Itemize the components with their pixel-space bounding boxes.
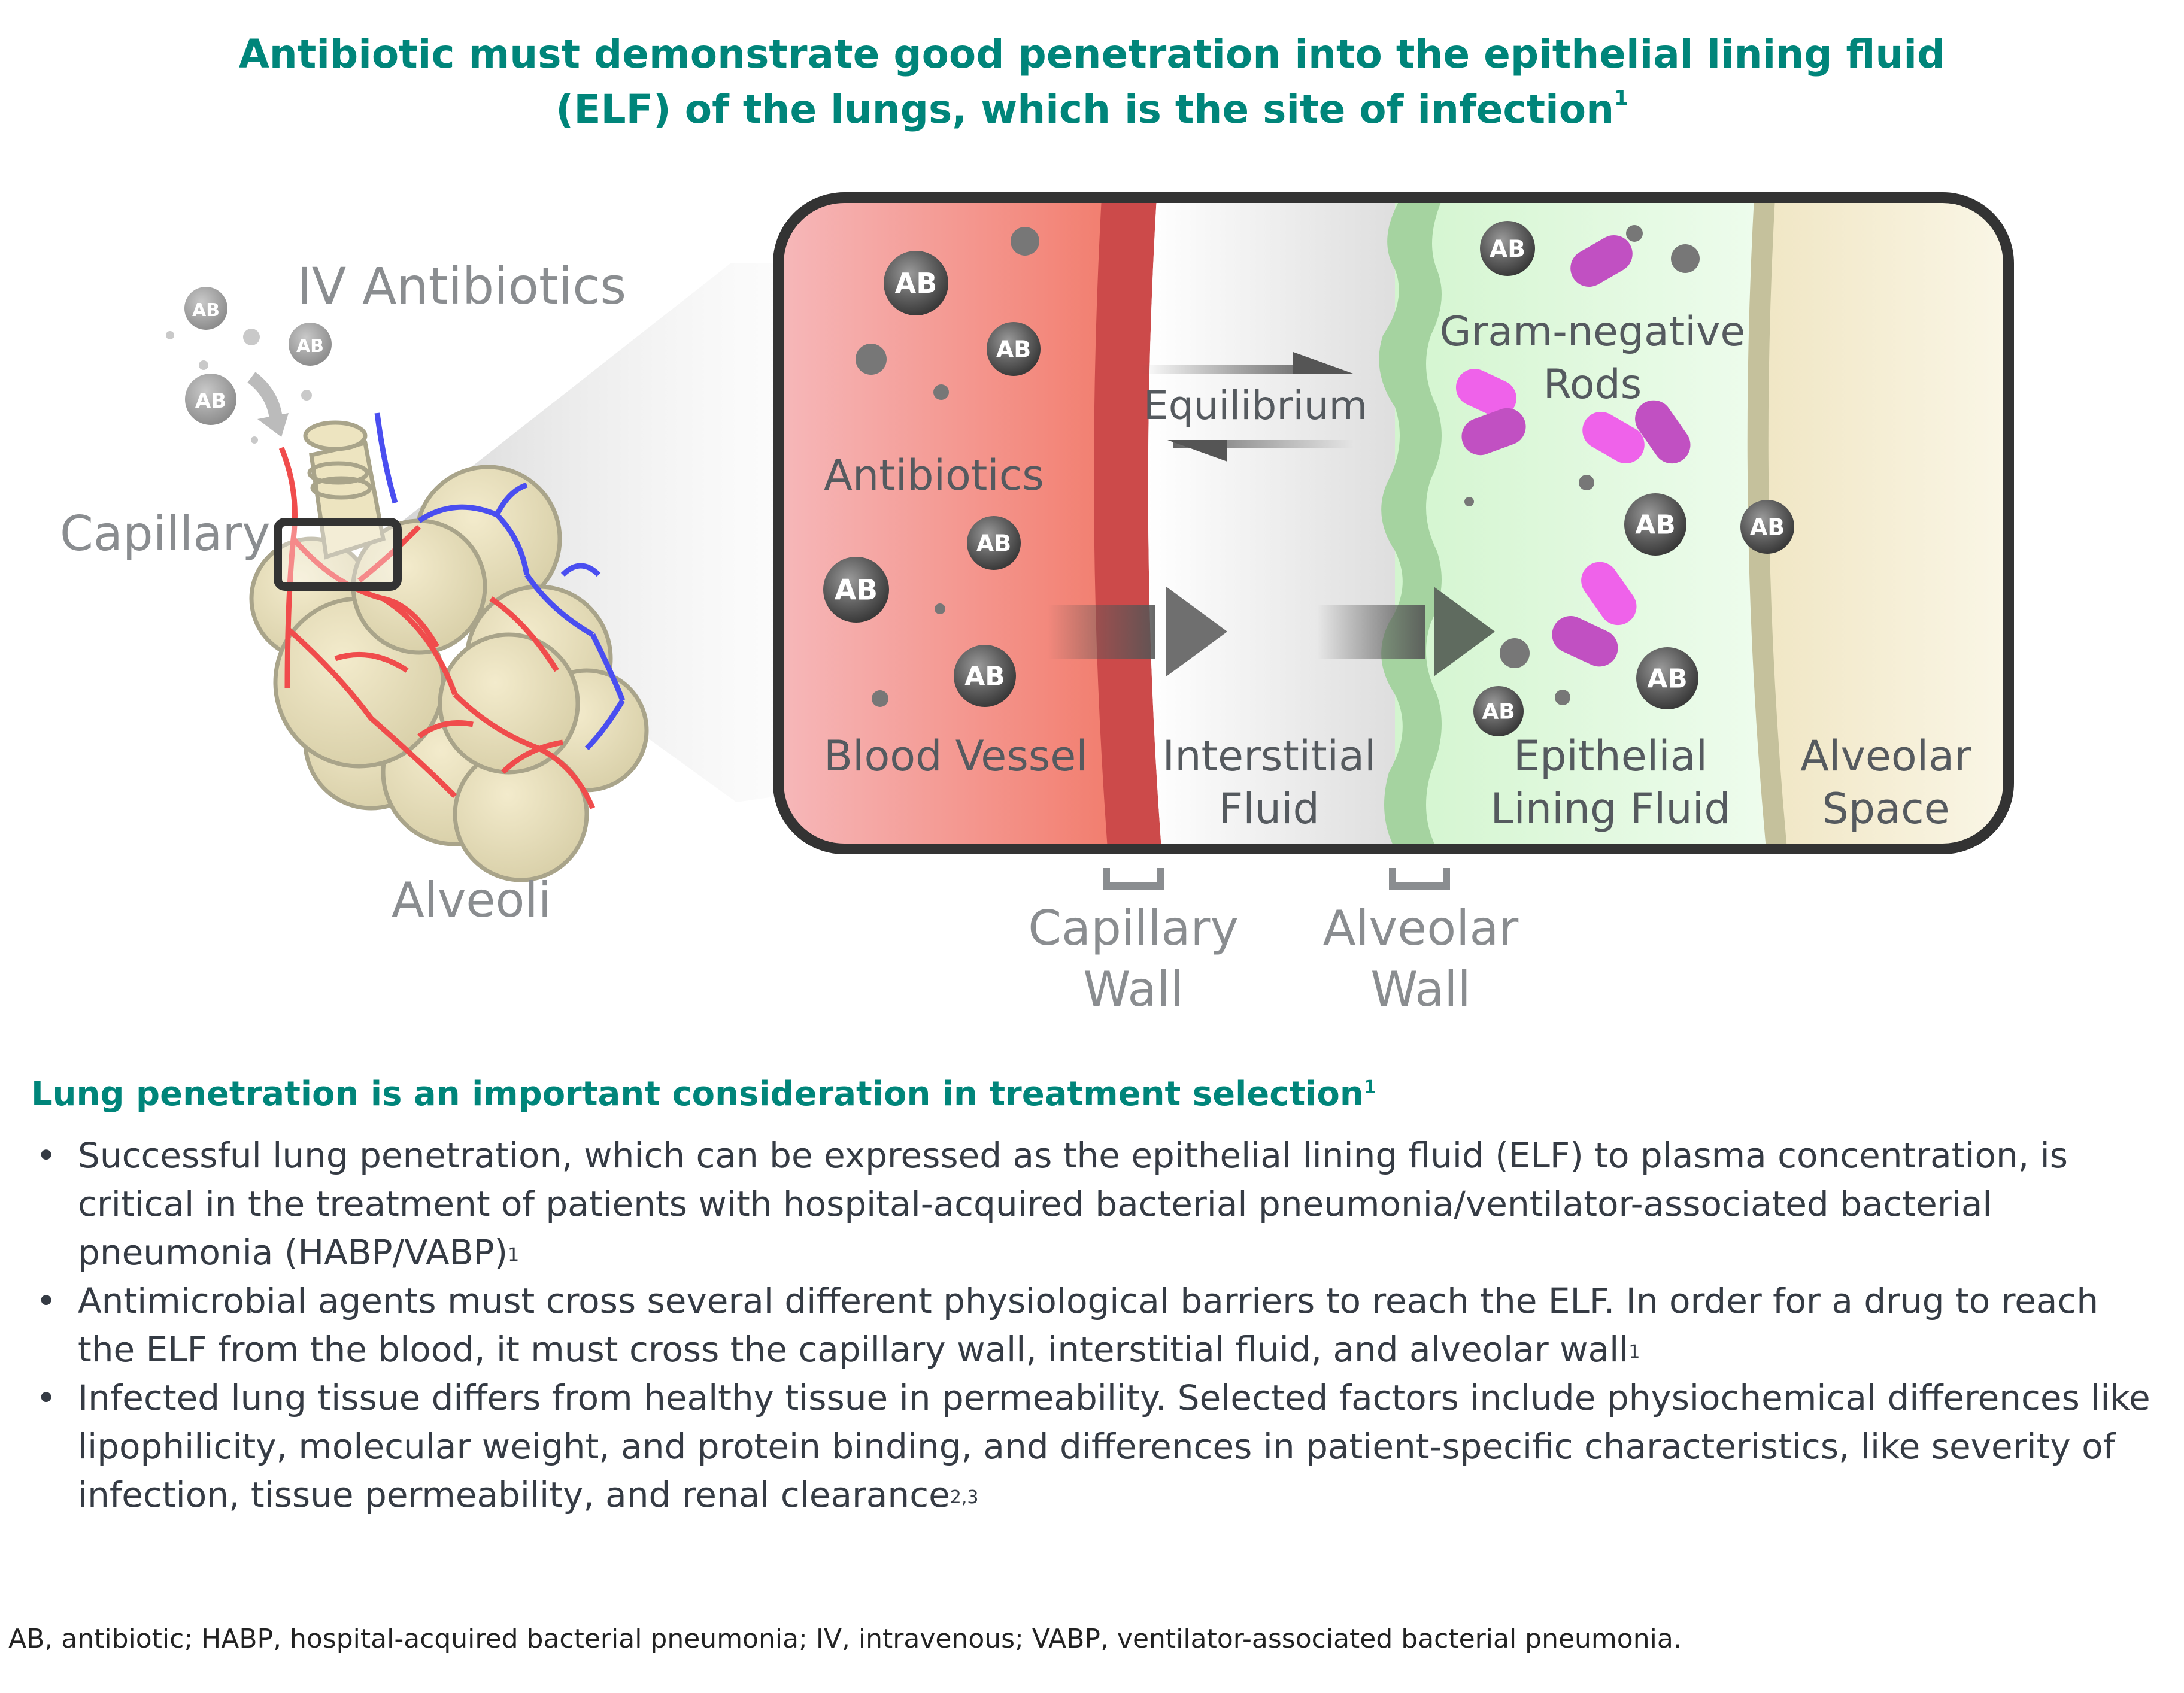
ab-badge-iv-3: AB <box>185 374 236 425</box>
capillary-wall-label-line1: Capillary <box>1028 900 1239 956</box>
rod-icon <box>1635 400 1691 464</box>
alveolar-space-label-line1: Alveolar <box>1800 732 1971 781</box>
ab-badge: AB <box>884 251 948 315</box>
rod-icon <box>1455 369 1516 417</box>
capillary-highlight-box <box>274 518 402 591</box>
rod-icon <box>1461 408 1526 456</box>
rods-label: Rods <box>1543 361 1642 408</box>
ab-badge: AB <box>967 516 1021 570</box>
bullet-icon: • <box>36 1378 57 1418</box>
alveoli-label: Alveoli <box>392 872 551 928</box>
bullet-icon: • <box>36 1135 57 1176</box>
ab-badge: AB <box>1473 686 1524 736</box>
equilibrium-label: Equilibrium <box>1143 383 1367 429</box>
diagram: AB AB AB <box>60 192 2014 1017</box>
ab-badge: AB <box>1740 500 1794 554</box>
interstitial-label-line1: Interstitial <box>1163 732 1376 781</box>
title-line-1: Antibiotic must demonstrate good penetra… <box>238 31 1946 77</box>
bullet-icon: • <box>36 1281 57 1321</box>
antibiotics-label: Antibiotics <box>824 451 1044 500</box>
equilibrium-arrows-icon <box>1140 352 1353 462</box>
ab-badge: AB <box>1636 647 1698 709</box>
reference: 1 <box>1628 1342 1640 1363</box>
ab-text: AB <box>192 300 220 321</box>
blood-vessels-blue <box>374 412 626 751</box>
epithelial-lining-fluid-region <box>1395 198 1766 849</box>
rod-icon <box>1582 412 1645 463</box>
alveoli-cluster <box>249 465 649 882</box>
ab-text: AB <box>895 267 938 299</box>
reference: 2,3 <box>950 1487 979 1508</box>
ab-badge: AB <box>823 557 889 623</box>
penetration-arrow-2-icon <box>1317 587 1495 676</box>
zoom-cone <box>395 263 778 802</box>
capillary-wall-bracket <box>1103 868 1164 890</box>
page-title: Antibiotic must demonstrate good penetra… <box>0 27 2184 137</box>
alveolar-wall-bracket <box>1389 868 1450 890</box>
ab-text: AB <box>996 336 1031 363</box>
reference: 1 <box>508 1245 520 1266</box>
gram-negative-rods <box>1455 235 1691 667</box>
epithelial-label-line2: Lining Fluid <box>1490 784 1730 833</box>
rod-icon <box>1581 562 1637 626</box>
alveolar-space-region <box>1759 198 2009 849</box>
interstitial-fluid-region <box>1148 198 1395 849</box>
epithelial-label-line1: Epithelial <box>1513 732 1707 781</box>
capillary-wall <box>1094 198 1161 849</box>
capillary-wall-label-line2: Wall <box>1083 961 1183 1017</box>
ab-text: AB <box>1490 236 1525 263</box>
panel-frame <box>773 192 2014 854</box>
ab-badge-iv-1: AB <box>184 287 228 330</box>
ab-badge: AB <box>1624 493 1686 556</box>
ab-text: AB <box>1482 700 1515 724</box>
rod-icon <box>1552 616 1618 667</box>
ab-text: AB <box>835 574 878 607</box>
blood-vessel-label: Blood Vessel <box>824 732 1088 781</box>
ab-text: AB <box>1750 514 1785 541</box>
panel-ab-badges: AB AB AB AB AB AB AB AB AB AB <box>823 221 1794 736</box>
ab-text: AB <box>1647 664 1688 694</box>
ab-badge: AB <box>987 322 1041 376</box>
blood-vessel-region <box>778 198 1126 849</box>
section-heading-reference: 1 <box>1363 1077 1376 1098</box>
small-particles <box>856 225 1700 707</box>
bullet-item: •Antimicrobial agents must cross several… <box>31 1277 2162 1374</box>
alveolar-wall-label-line2: Wall <box>1370 961 1470 1017</box>
ab-text: AB <box>1635 510 1676 541</box>
alveoli-illustration: AB AB AB <box>60 257 778 928</box>
rod-icon <box>1570 235 1633 287</box>
ab-badge-iv-2: AB <box>289 323 332 366</box>
interstitial-label-line2: Fluid <box>1219 784 1320 833</box>
ab-text: AB <box>976 530 1011 557</box>
bullet-list: •Successful lung penetration, which can … <box>31 1131 2162 1519</box>
ab-badge: AB <box>1480 221 1535 276</box>
capillary-label: Capillary <box>60 506 271 562</box>
title-line-2: (ELF) of the lungs, which is the site of… <box>556 86 1628 132</box>
section-heading: Lung penetration is an important conside… <box>31 1075 1376 1114</box>
bullet-item: •Infected lung tissue differs from healt… <box>31 1374 2162 1519</box>
bullet-item: •Successful lung penetration, which can … <box>31 1131 2162 1277</box>
blood-vessels-red <box>278 447 596 809</box>
alveolar-wall-label-line1: Alveolar <box>1323 900 1519 956</box>
ab-text: AB <box>195 389 226 413</box>
iv-antibiotic-particles <box>166 329 312 444</box>
ab-text: AB <box>296 336 324 357</box>
gram-negative-label: Gram-negative <box>1440 308 1746 356</box>
alveolar-space-label-line2: Space <box>1822 784 1949 833</box>
penetration-arrow-1-icon <box>1048 587 1227 676</box>
alveolar-wall <box>1379 198 1443 849</box>
footnote: AB, antibiotic; HABP, hospital-acquired … <box>8 1624 1682 1654</box>
ab-text: AB <box>964 662 1005 692</box>
ab-badge: AB <box>954 645 1016 707</box>
title-reference: 1 <box>1614 86 1628 110</box>
iv-antibiotics-label: IV Antibiotics <box>297 257 626 315</box>
